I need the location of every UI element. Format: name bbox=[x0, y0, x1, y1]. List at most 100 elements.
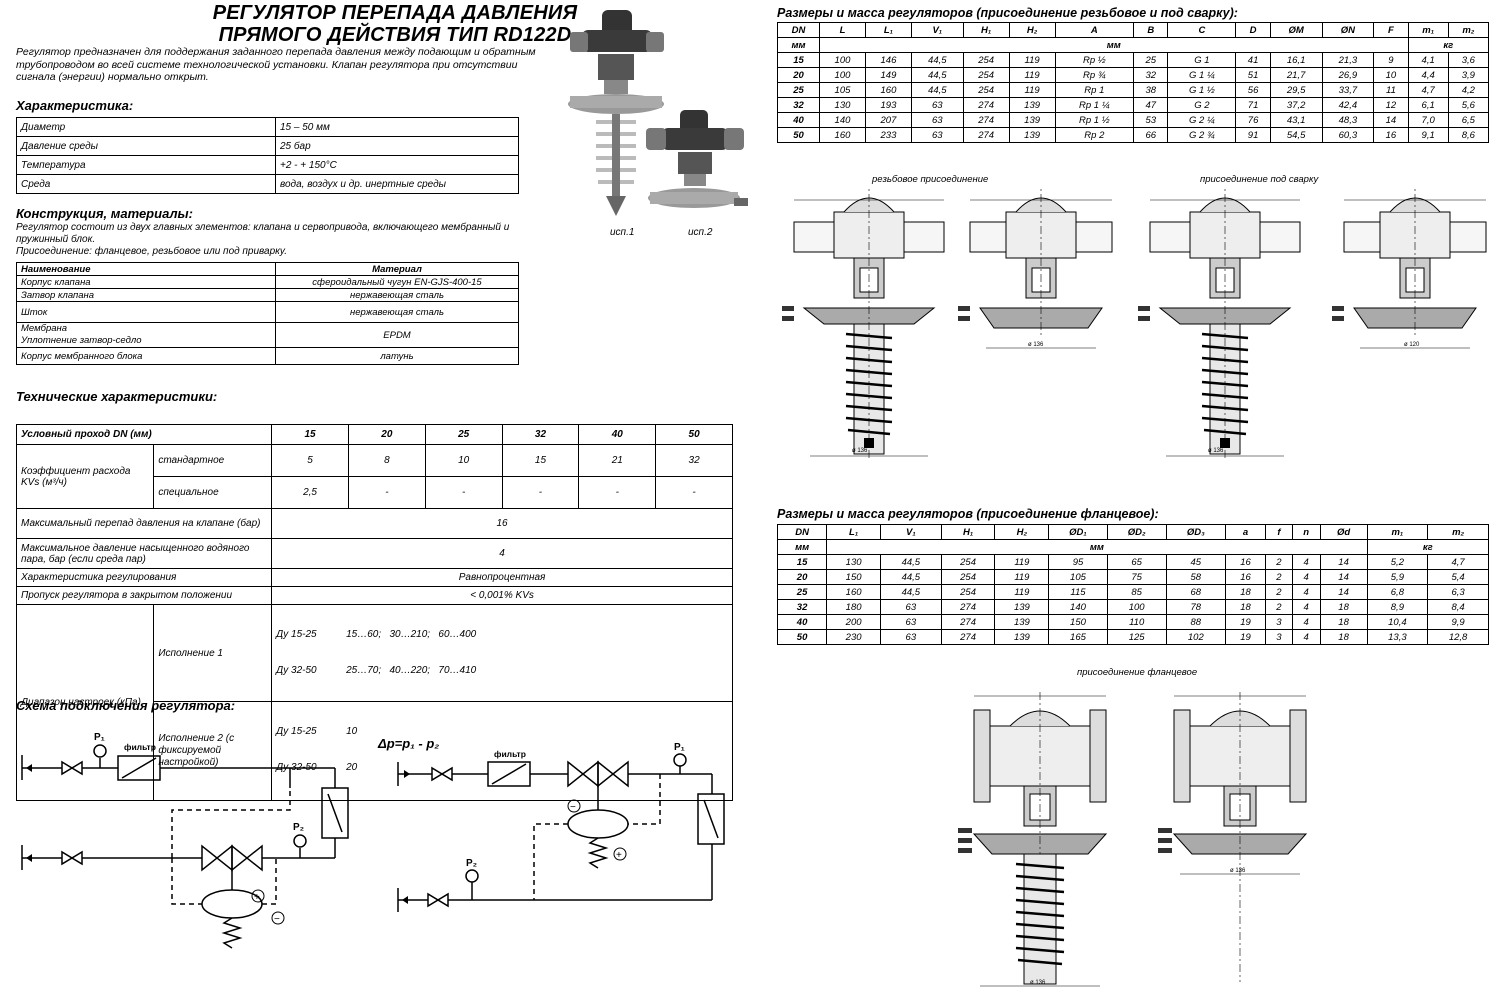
table-cell: 6,8 bbox=[1366, 584, 1429, 600]
table-cell: 140 bbox=[819, 112, 866, 128]
intro-text: Регулятор предназначен для поддержания з… bbox=[16, 46, 536, 83]
table-cell: 3,6 bbox=[1447, 52, 1490, 68]
table-cell: 45 bbox=[1165, 554, 1226, 570]
table-cell: 63 bbox=[910, 127, 964, 143]
table-cell: 26,9 bbox=[1321, 67, 1375, 83]
table-cell: Rp 2 bbox=[1054, 127, 1135, 143]
table-cell: 274 bbox=[962, 112, 1010, 128]
column-header: m₁ bbox=[1366, 524, 1429, 540]
column-header: L₁ bbox=[826, 524, 882, 540]
table-cell: 12,8 bbox=[1427, 629, 1489, 645]
table-cell: 51 bbox=[1235, 67, 1271, 83]
title-line-2: ПРЯМОГО ДЕЙСТВИЯ ТИП RD122D bbox=[218, 24, 572, 46]
svg-text:ø 136: ø 136 bbox=[1030, 980, 1046, 986]
drawing-welded-ver1 bbox=[1136, 186, 1302, 460]
table-cell: 110 bbox=[1106, 614, 1167, 630]
table-cell: 14 bbox=[1319, 554, 1368, 570]
table-cell: 8,9 bbox=[1366, 599, 1429, 615]
table-row: Максимальное давление насыщенного водяно… bbox=[15, 538, 733, 569]
scheme1-filter-label: фильтр bbox=[124, 742, 156, 752]
table-cell: 140 bbox=[1048, 599, 1108, 615]
column-header: m₂ bbox=[1447, 22, 1490, 38]
photo-label-2: исп.2 bbox=[688, 227, 713, 237]
drawing-threaded-ver1 bbox=[780, 186, 946, 460]
column-header: V₁ bbox=[910, 22, 964, 38]
table-cell: 254 bbox=[940, 569, 996, 585]
table-cell: 254 bbox=[962, 52, 1010, 68]
table-cell: Rp 1 ¼ bbox=[1054, 97, 1135, 113]
table-cell: 25 bbox=[776, 584, 828, 600]
table-cell: 88 bbox=[1165, 614, 1226, 630]
table-cell: 18 bbox=[1319, 614, 1368, 630]
table-cell: 48,3 bbox=[1321, 112, 1375, 128]
table-cell: 2 bbox=[1265, 554, 1293, 570]
table-cell: 91 bbox=[1235, 127, 1271, 143]
table-cell: 37,2 bbox=[1269, 97, 1323, 113]
table-cell: 56 bbox=[1235, 82, 1271, 98]
table-cell: 100 bbox=[819, 52, 866, 68]
table-cell: 9 bbox=[1373, 52, 1409, 68]
table-row: Пропуск регулятора в закрытом положении<… bbox=[15, 586, 733, 605]
table-cell: 13,3 bbox=[1366, 629, 1429, 645]
unit-cell: мм bbox=[826, 539, 1368, 555]
table-cell: G 1 ¼ bbox=[1167, 67, 1237, 83]
construction-text: Регулятор состоит из двух главных элемен… bbox=[16, 222, 510, 257]
table-cell: G 1 ½ bbox=[1167, 82, 1237, 98]
table-cell: 165 bbox=[1048, 629, 1108, 645]
table-cell: 63 bbox=[880, 614, 942, 630]
table-cell: 44,5 bbox=[910, 82, 964, 98]
scheme1-p2-label: P₂ bbox=[293, 822, 304, 833]
connection-scheme: фильтр P₁ P₂ + − Δp=p₁ - p₂ фильтр P₁ P₂… bbox=[21, 732, 725, 949]
table-cell: 10,4 bbox=[1366, 614, 1429, 630]
table-cell: 85 bbox=[1106, 584, 1167, 600]
drawing-flanged-ver1: ø 136 bbox=[957, 691, 1107, 987]
table-cell: 139 bbox=[1008, 112, 1056, 128]
table-cell: 4 bbox=[1291, 614, 1321, 630]
table-cell: 10 bbox=[1373, 67, 1409, 83]
table-cell: 119 bbox=[1008, 52, 1056, 68]
regulator-ver2-image bbox=[646, 110, 748, 208]
table-cell: 9,1 bbox=[1407, 127, 1449, 143]
table-cell: 119 bbox=[994, 584, 1050, 600]
characteristics-heading: Характеристика: bbox=[16, 98, 134, 113]
table-cell: 63 bbox=[880, 629, 942, 645]
table-cell: 150 bbox=[1048, 614, 1108, 630]
column-header: V₁ bbox=[880, 524, 942, 540]
dim-d136-c: ø 136 bbox=[1208, 448, 1224, 454]
table-row: Максимальный перепад давления на клапане… bbox=[15, 508, 733, 539]
column-header: H₂ bbox=[1008, 22, 1056, 38]
scheme-formula: Δp=p₁ - p₂ bbox=[377, 736, 439, 751]
table-cell: 274 bbox=[962, 127, 1010, 143]
column-header: n bbox=[1291, 524, 1321, 540]
table-cell: 2 bbox=[1265, 599, 1293, 615]
table-cell: 4 bbox=[1291, 554, 1321, 570]
table-cell: 63 bbox=[910, 112, 964, 128]
table-cell: 180 bbox=[826, 599, 882, 615]
table-row: Диапазон настроек (кПа) Исполнение 1 Ду … bbox=[15, 604, 733, 801]
drawing-flanged-ver2 bbox=[1157, 691, 1307, 983]
table-cell: 20 bbox=[777, 67, 820, 83]
column-header: ØN bbox=[1321, 22, 1375, 38]
table-cell: 254 bbox=[962, 67, 1010, 83]
table-cell: 11 bbox=[1373, 82, 1409, 98]
table-row: Коэффициент расхода KVs (м³/ч) стандартн… bbox=[15, 444, 733, 509]
scheme2-plus: + bbox=[616, 850, 622, 861]
welded-caption: присоединение под сварку bbox=[1200, 174, 1319, 185]
table-cell: 5,2 bbox=[1366, 554, 1429, 570]
column-header: Ød bbox=[1319, 524, 1368, 540]
table-cell: 7,0 bbox=[1407, 112, 1449, 128]
